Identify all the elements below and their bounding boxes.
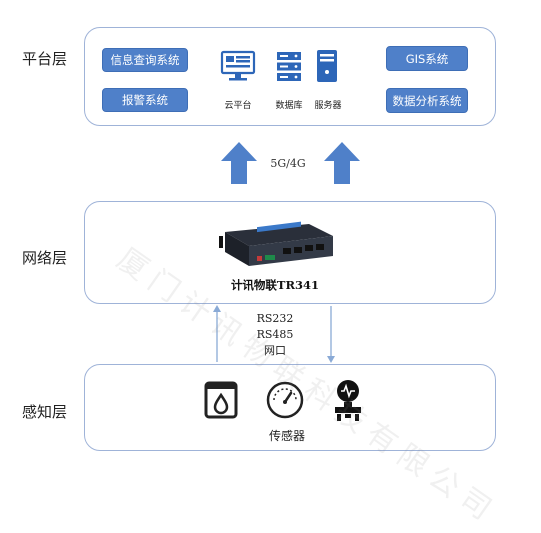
database-icon <box>275 50 303 84</box>
connector-down-arrow <box>326 305 336 363</box>
protocol-rs485: RS485 <box>256 328 294 341</box>
perception-layer-label: 感知层 <box>22 403 68 421</box>
platform-panel: 信息查询系统 报警系统 GIS系统 数据分析系统 云平台 数据库 <box>84 27 496 126</box>
network-panel: 计讯物联TR341 <box>84 201 496 304</box>
cloud-platform-label: 云平台 <box>224 101 252 111</box>
perception-panel: 传感器 <box>84 364 496 451</box>
connector-up-arrow <box>212 305 222 363</box>
uplink-arrow-left <box>220 141 258 185</box>
server-label: 服务器 <box>314 101 342 111</box>
data-analysis-system-button[interactable]: 数据分析系统 <box>386 88 468 113</box>
gauge-icon <box>265 380 305 420</box>
sensor-label: 传感器 <box>268 429 305 443</box>
database-label: 数据库 <box>275 101 303 111</box>
alarm-system-button[interactable]: 报警系统 <box>102 88 188 112</box>
platform-layer-label: 平台层 <box>22 50 68 68</box>
router-device-label: 计讯物联TR341 <box>230 278 320 292</box>
water-sensor-icon <box>204 381 238 419</box>
uplink-label: 5G/4G <box>270 157 306 170</box>
uplink-arrow-right <box>323 141 361 185</box>
protocol-ethernet: 网口 <box>264 344 286 357</box>
router-device-icon <box>217 218 337 270</box>
protocol-rs232: RS232 <box>256 312 294 325</box>
cloud-platform-icon <box>220 50 256 82</box>
gis-system-button[interactable]: GIS系统 <box>386 46 468 71</box>
server-icon <box>315 48 339 84</box>
pressure-sensor-icon <box>331 378 365 422</box>
info-query-system-button[interactable]: 信息查询系统 <box>102 48 188 72</box>
network-layer-label: 网络层 <box>22 249 68 267</box>
